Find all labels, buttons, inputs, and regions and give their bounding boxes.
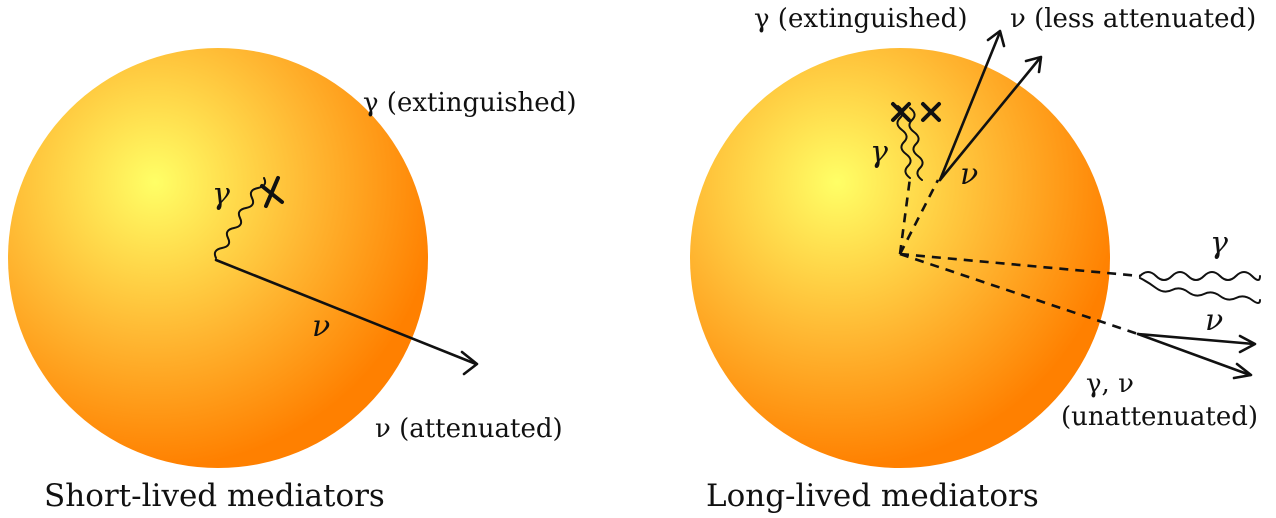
sun-sphere-right <box>690 48 1110 468</box>
label-gamma-extinguished-left: γ (extinguished) <box>363 88 576 118</box>
photon-absorbed-x-mark-left <box>260 176 284 208</box>
nu-symbol-outside: ν <box>1205 303 1223 338</box>
caption-long-lived: Long-lived mediators <box>706 478 1039 514</box>
label-gamma-extinguished-right: γ (extinguished) <box>754 4 967 34</box>
neutrino-line-outside-2 <box>1136 332 1252 377</box>
neutrino-line-left <box>214 258 478 366</box>
gamma-symbol-outside: γ <box>1210 226 1228 261</box>
mediator-dashed-line-out-2 <box>899 252 1139 336</box>
mediator-dashed-line-up-2 <box>898 179 940 255</box>
photon-wavy-line-outside-2 <box>1139 277 1261 304</box>
neutrino-arrowhead-inside-1 <box>986 29 1006 48</box>
photon-wavy-line-inside-1 <box>896 105 912 179</box>
caption-short-lived: Short-lived mediators <box>44 478 385 514</box>
photon-wavy-line-left <box>213 177 267 259</box>
photon-wavy-line-inside-2 <box>908 107 924 181</box>
neutrino-line-inside-1 <box>938 30 1002 182</box>
sun-sphere-left <box>8 48 428 468</box>
gamma-symbol-left: γ <box>212 177 230 212</box>
mediator-dashed-line-up-1 <box>898 177 912 255</box>
photon-absorbed-x-mark-right-2 <box>921 102 941 122</box>
label-nu-less-attenuated: ν (less attenuated) <box>1010 4 1256 34</box>
left-panel: γ ν γ (extinguished) ν (attenuated) Shor… <box>8 48 576 514</box>
neutrino-line-outside-1 <box>1136 332 1256 346</box>
label-nu-attenuated-left: ν (attenuated) <box>375 414 563 444</box>
label-gamma-nu-unattenuated: γ, ν <box>1086 369 1134 399</box>
neutrino-arrowhead-outside-1 <box>1238 334 1257 354</box>
photon-wavy-line-outside-1 <box>1139 271 1261 281</box>
photon-absorbed-x-mark-right-1 <box>891 102 911 122</box>
gamma-symbol-inside: γ <box>870 135 888 170</box>
nu-symbol-inside: ν <box>960 157 978 192</box>
neutrino-arrowhead-inside-2 <box>1024 55 1043 74</box>
right-panel: γ ν γ ν γ (extinguished) ν (less attenua… <box>690 4 1261 514</box>
neutrino-arrowhead-outside-2 <box>1232 362 1253 380</box>
label-unattenuated: (unattenuated) <box>1061 402 1258 432</box>
mediator-dashed-line-out-1 <box>899 252 1141 278</box>
nu-symbol-left: ν <box>312 309 330 344</box>
neutrino-arrowhead-left <box>460 350 479 376</box>
neutrino-line-inside-2 <box>938 56 1042 182</box>
